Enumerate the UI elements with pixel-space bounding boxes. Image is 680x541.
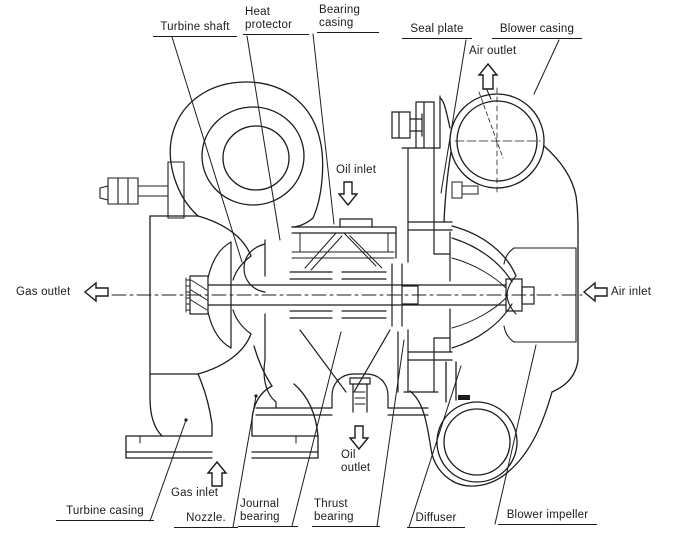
bearing-casing-drawing (243, 218, 429, 416)
label-oil-inlet: Oil inlet (336, 164, 377, 176)
journal-bearing-lower (289, 310, 387, 319)
leader-bearing-casing (312, 33, 335, 225)
oil-outlet-arrow-icon (348, 425, 370, 451)
turbine-casing-drawing (99, 81, 324, 437)
label-seal-plate: Seal plate (402, 23, 472, 39)
label-bearing-casing: Bearing casing (317, 4, 379, 33)
seal-plate-side-bolt (451, 181, 479, 199)
label-diffuser: Diffuser (407, 512, 465, 528)
gas-inlet-arrow-icon (206, 460, 228, 487)
flow-arrows (83, 62, 608, 487)
label-turbine-shaft: Turbine shaft (153, 21, 237, 37)
leader-air-outlet (486, 89, 492, 100)
oil-outlet-boss-drawing (331, 373, 389, 413)
label-air-outlet: Air outlet (469, 45, 517, 57)
leader-blower-casing (533, 39, 560, 95)
seal-plate-bolt (391, 111, 423, 139)
label-blower-impeller: Blower impeller (498, 509, 597, 525)
label-journal-bearing: Journal bearing (238, 498, 298, 527)
gas-inlet-flange-drawing (125, 345, 319, 459)
leader-diffuser (408, 365, 462, 528)
label-nozzle: Nozzle. (174, 512, 238, 528)
seal-plate-drawing (391, 95, 479, 393)
label-heat-protector: Heat protector (243, 6, 309, 35)
journal-bearing-upper (289, 271, 387, 280)
air-outlet-arrow-icon (477, 62, 499, 90)
label-oil-outlet: Oil outlet (341, 449, 371, 474)
oil-inlet-arrow-icon (337, 181, 359, 207)
gas-outlet-arrow-icon (83, 281, 109, 303)
casing-bolt-detail (99, 161, 185, 219)
leader-turbine-casing (149, 419, 187, 522)
leader-thrust-bearing (376, 339, 405, 527)
label-blower-casing: Blower casing (492, 23, 582, 39)
thrust-bearing-drawing (391, 263, 419, 327)
leader-nozzle (232, 395, 257, 528)
leader-seal-plate (440, 39, 467, 194)
heat-protector-drawing (243, 243, 266, 293)
air-inlet-arrow-icon (582, 281, 608, 303)
label-gas-outlet: Gas outlet (16, 286, 71, 298)
leader-turbine-shaft (171, 36, 243, 263)
blower-casing-drawing (407, 87, 579, 487)
label-turbine-casing: Turbine casing (56, 505, 154, 521)
label-gas-inlet: Gas inlet (171, 487, 219, 499)
leader-lines (149, 33, 560, 528)
label-thrust-bearing: Thrust bearing (312, 498, 380, 527)
leader-heat-protector (246, 35, 281, 241)
turbine-wheel-shaft-drawing (185, 241, 535, 349)
leader-journal-bearing (291, 331, 342, 527)
diffuser-upper-drawing (407, 221, 453, 231)
blower-impeller-drawing (449, 231, 517, 353)
leader-blower-impeller (494, 344, 537, 525)
label-air-inlet: Air inlet (611, 286, 652, 298)
diffuser-lower-drawing (407, 351, 457, 403)
